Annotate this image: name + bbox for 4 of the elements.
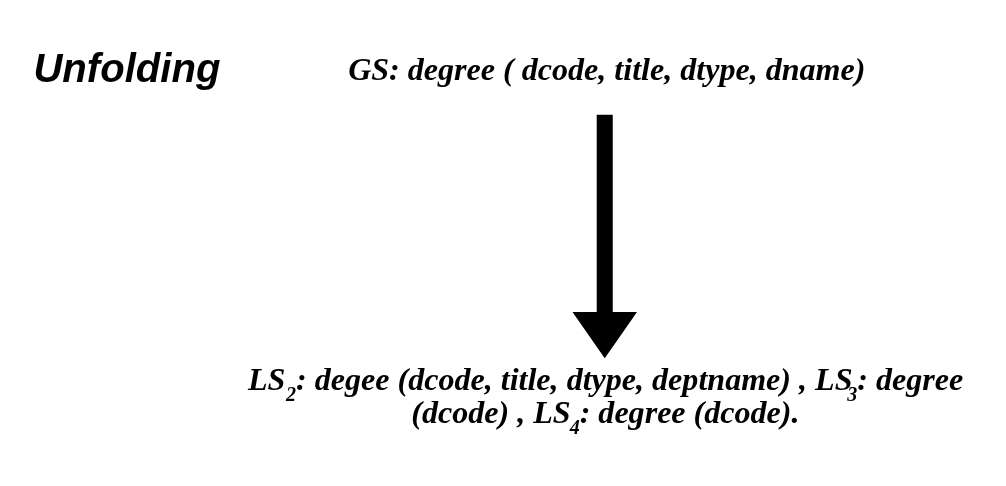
arrow (572, 114, 637, 358)
node-text: LS$_{2}$: degee (dcode, title, dtype, deptname) , LS$_{3}$: degree (dcode) , LS$_{4}$: degree (dcode). (247, 360, 963, 438)
node-text: GS: degree ( dcode, title, dtype, dname) (347, 50, 865, 87)
label: Unfolding (32, 45, 220, 90)
